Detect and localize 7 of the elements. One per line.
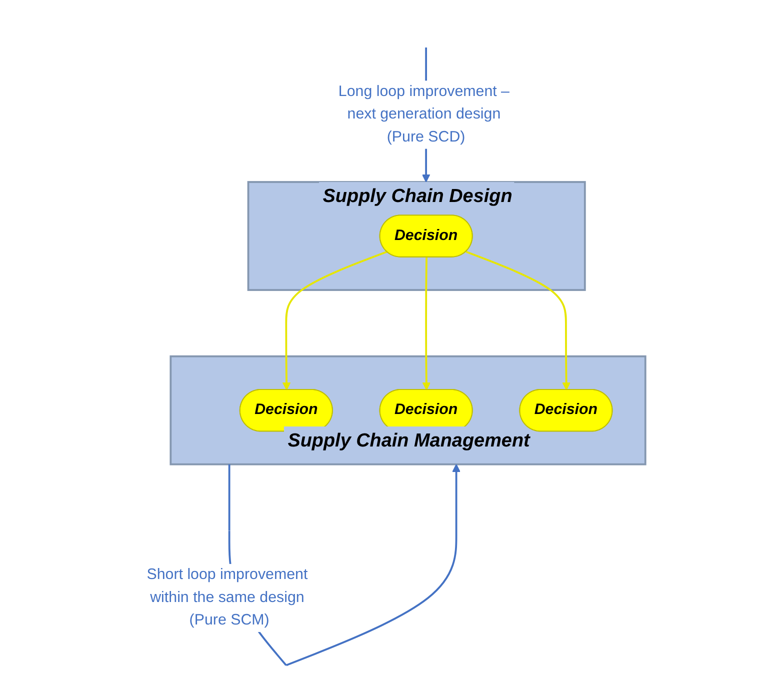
- arrow: [422, 257, 430, 390]
- edge-label: Short loop improvement within the same design (Pure SCM): [146, 566, 308, 628]
- edge-label: Long loop improvement – next generation design (Pure SCD): [338, 83, 509, 146]
- arrow: [282, 250, 387, 390]
- arrow: [465, 250, 570, 390]
- cluster: [169, 355, 646, 466]
- diagram-drawing: Supply Chain Design Short loop improvement within the same design (Pure SCM) Long loop improvement – next generation design (Pure SCD) Decision Decision Decision Decision Supply Chain Management: [126, 2, 652, 673]
